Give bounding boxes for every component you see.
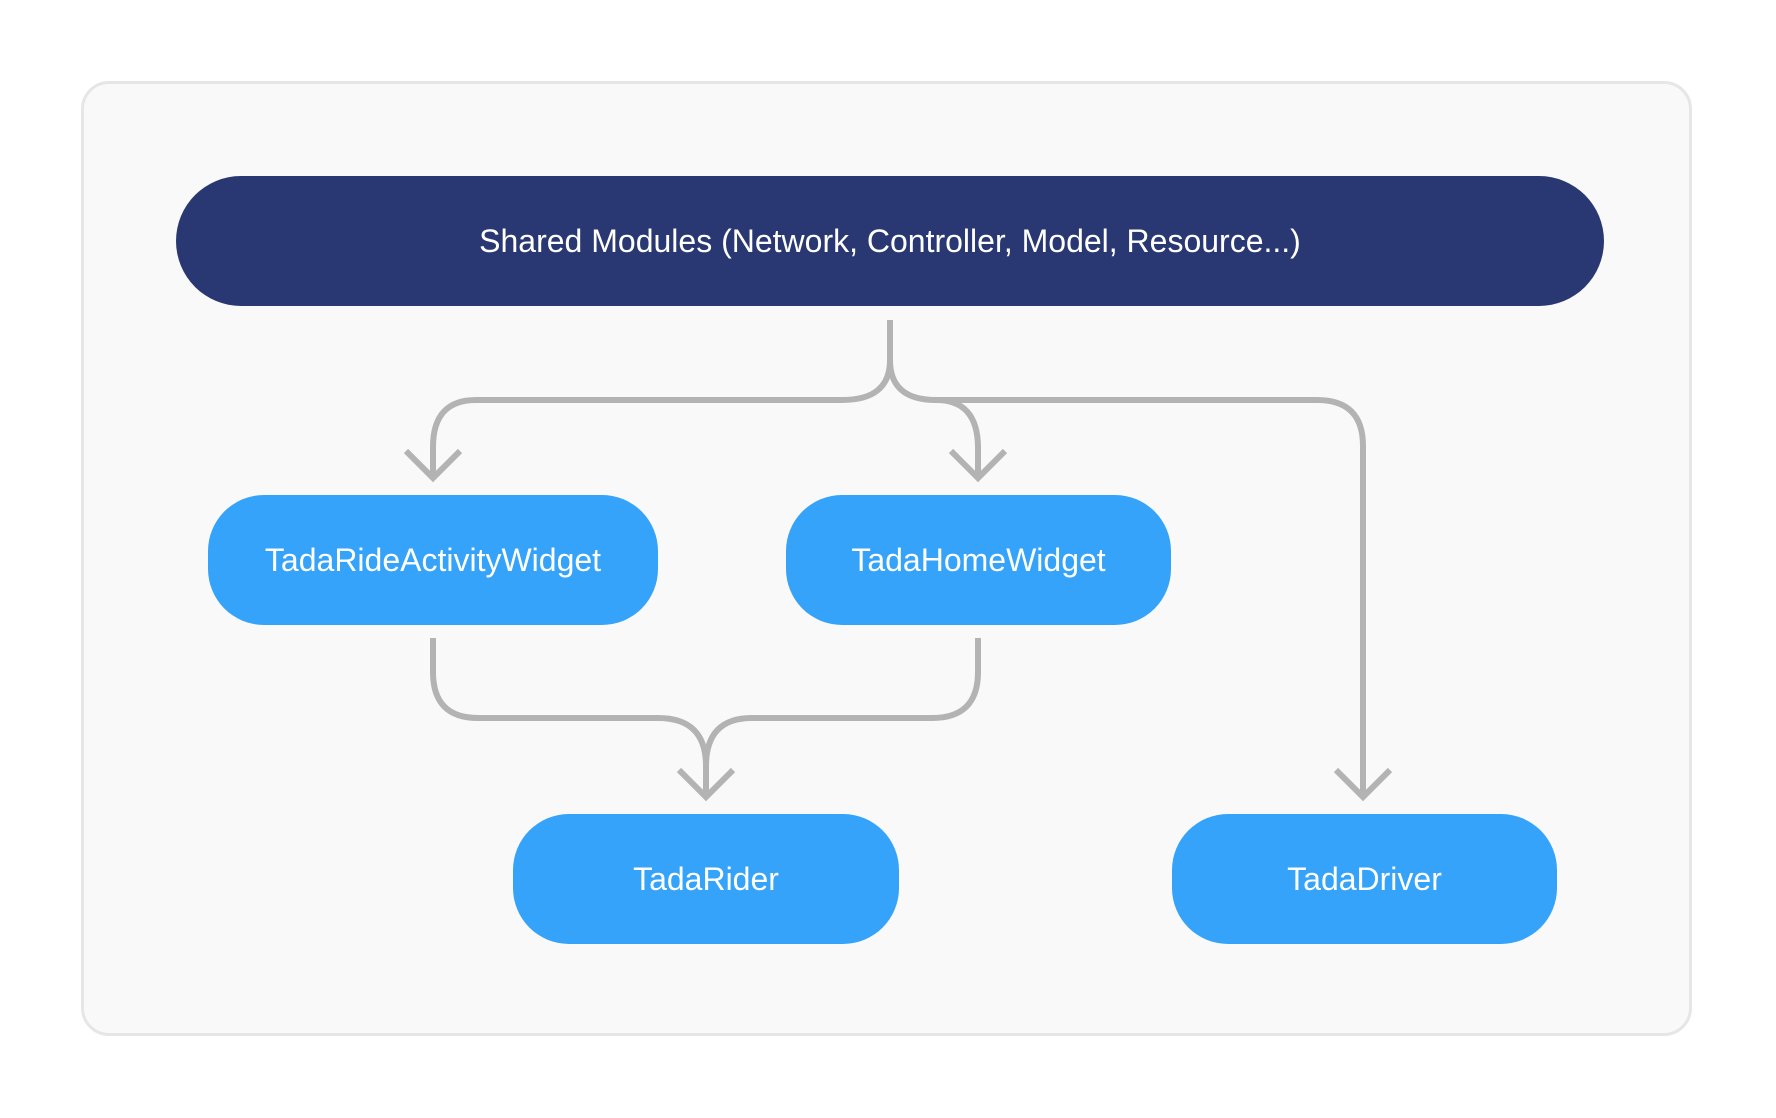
tada-home-widget-label: TadaHomeWidget: [851, 541, 1106, 578]
shared-modules-label: Shared Modules (Network, Controller, Mod…: [479, 222, 1301, 259]
tada-driver-label: TadaDriver: [1287, 860, 1442, 897]
tada-rider-label: TadaRider: [633, 860, 779, 897]
tada-ride-activity-widget-node: TadaRideActivityWidget: [208, 495, 658, 625]
shared-modules-node: Shared Modules (Network, Controller, Mod…: [176, 176, 1604, 306]
tada-home-widget-node: TadaHomeWidget: [786, 495, 1171, 625]
tada-rider-node: TadaRider: [513, 814, 899, 944]
tada-driver-node: TadaDriver: [1172, 814, 1557, 944]
tada-ride-activity-widget-label: TadaRideActivityWidget: [264, 541, 602, 578]
